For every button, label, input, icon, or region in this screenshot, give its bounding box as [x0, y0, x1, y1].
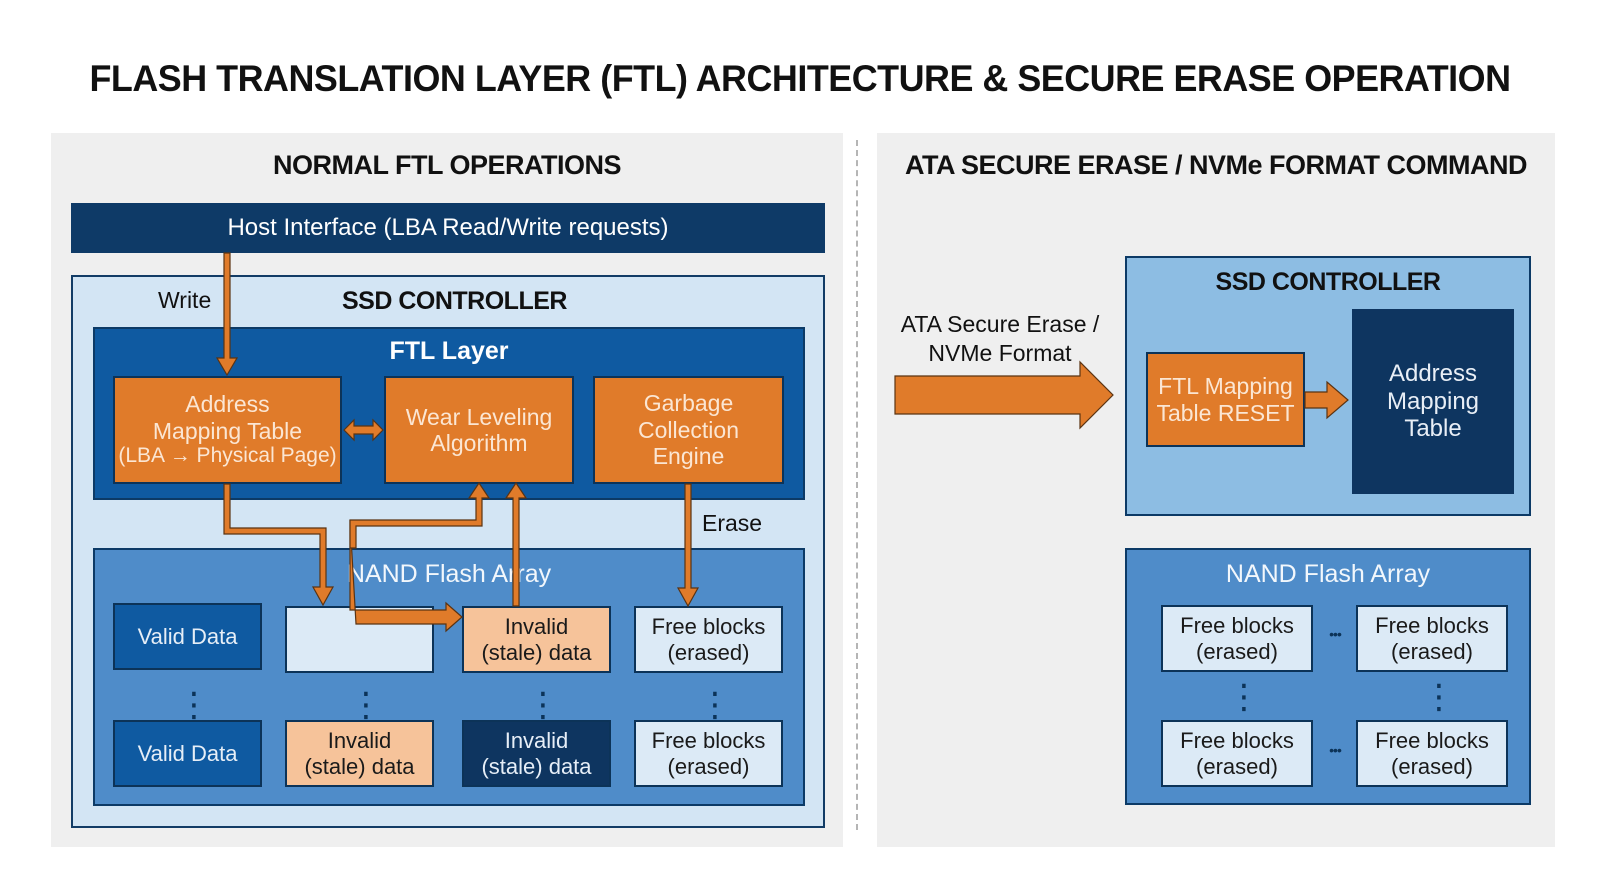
block-label: (stale) data [304, 753, 415, 779]
address-mapping-table-box: Address Mapping Table (LBA → Physical Pa… [113, 376, 342, 484]
nand-block-free: Free blocks(erased) [1356, 720, 1508, 787]
block-label: (erased) [667, 753, 750, 779]
box-line: Table [1404, 415, 1462, 443]
nand-block-free: Free blocks(erased) [634, 606, 783, 673]
garbage-collection-box: Garbage Collection Engine [593, 376, 784, 484]
block-label: (stale) data [481, 639, 592, 665]
nand-title-left: NAND Flash Array [346, 560, 552, 588]
nand-block-free: Free blocks(erased) [634, 720, 783, 787]
nand-block-stale-dark: Invalid(stale) data [462, 720, 611, 787]
wear-leveling-box: Wear Leveling Algorithm [384, 376, 574, 484]
block-label: Free blocks [1180, 728, 1294, 754]
block-label: Invalid [504, 728, 569, 754]
block-label: (erased) [1196, 638, 1278, 664]
command-label: ATA Secure Erase / NVMe Format [895, 310, 1105, 368]
nand-block-free: Free blocks(erased) [1356, 605, 1508, 672]
left-panel-title: NORMAL FTL OPERATIONS [272, 150, 622, 180]
ftl-layer-title: FTL Layer [389, 337, 509, 365]
block-label: (erased) [1196, 753, 1278, 779]
box-line: Mapping Table [152, 417, 303, 444]
block-label: Invalid [327, 728, 392, 754]
box-line: Address [185, 391, 270, 418]
box-line: Algorithm [430, 430, 528, 456]
panel-divider [856, 140, 858, 830]
box-line: Table RESET [1156, 399, 1295, 426]
host-interface: Host Interface (LBA Read/Write requests) [71, 203, 825, 253]
block-label: Free blocks [1375, 728, 1489, 754]
nand-block-free: Free blocks(erased) [1161, 720, 1313, 787]
vertical-ellipsis: ⋮ [698, 686, 732, 724]
command-label-line: ATA Secure Erase / [900, 311, 1100, 337]
horizontal-ellipsis: ••• [1329, 626, 1342, 642]
box-line: Wear Leveling [405, 403, 553, 430]
nand-block-valid: Valid Data [113, 603, 262, 670]
box-line: Address [1388, 360, 1478, 388]
diagram-title: FLASH TRANSLATION LAYER (FTL) ARCHITECTU… [89, 58, 1511, 99]
controller-title-right: SSD CONTROLLER [1215, 268, 1441, 296]
address-mapping-table-box-right: Address Mapping Table [1352, 309, 1514, 494]
block-label: Free blocks [651, 728, 766, 754]
block-label: (stale) data [481, 753, 592, 779]
block-label: (erased) [667, 639, 750, 665]
nand-block-free: Free blocks(erased) [1161, 605, 1313, 672]
box-line: Mapping [1386, 387, 1480, 415]
vertical-ellipsis: ⋮ [526, 686, 560, 724]
box-line: Engine [652, 443, 725, 470]
nand-block-valid: Valid Data [113, 720, 262, 787]
horizontal-ellipsis: ••• [1329, 742, 1342, 758]
vertical-ellipsis: ⋮ [1227, 678, 1261, 716]
block-label: Invalid [504, 614, 569, 640]
block-label: Free blocks [1180, 613, 1294, 639]
box-line: FTL Mapping [1158, 373, 1293, 400]
command-label-line: NVMe Format [928, 339, 1072, 366]
box-line: (LBA → Physical Page) [118, 444, 337, 468]
block-label: Valid Data [137, 623, 238, 649]
nand-block-stale: Invalid(stale) data [285, 720, 434, 787]
write-label: Write [158, 287, 212, 313]
vertical-ellipsis: ⋮ [177, 686, 211, 724]
nand-title-right: NAND Flash Array [1225, 560, 1431, 588]
box-line: Collection [638, 416, 739, 443]
vertical-ellipsis: ⋮ [1422, 678, 1456, 716]
nand-block-empty [285, 606, 434, 673]
block-label: Valid Data [137, 740, 238, 766]
block-label: (erased) [1391, 638, 1473, 664]
controller-title-left: SSD CONTROLLER [342, 287, 567, 315]
right-panel-title: ATA SECURE ERASE / NVMe FORMAT COMMAND [905, 150, 1528, 180]
block-label: Free blocks [1375, 613, 1489, 639]
vertical-ellipsis: ⋮ [349, 686, 383, 724]
ftl-mapping-reset-box: FTL Mapping Table RESET [1146, 352, 1305, 447]
block-label: (erased) [1391, 753, 1473, 779]
erase-label: Erase [702, 510, 763, 536]
block-label: Free blocks [651, 614, 766, 640]
box-line: Garbage [643, 390, 734, 417]
nand-block-stale: Invalid(stale) data [462, 606, 611, 673]
